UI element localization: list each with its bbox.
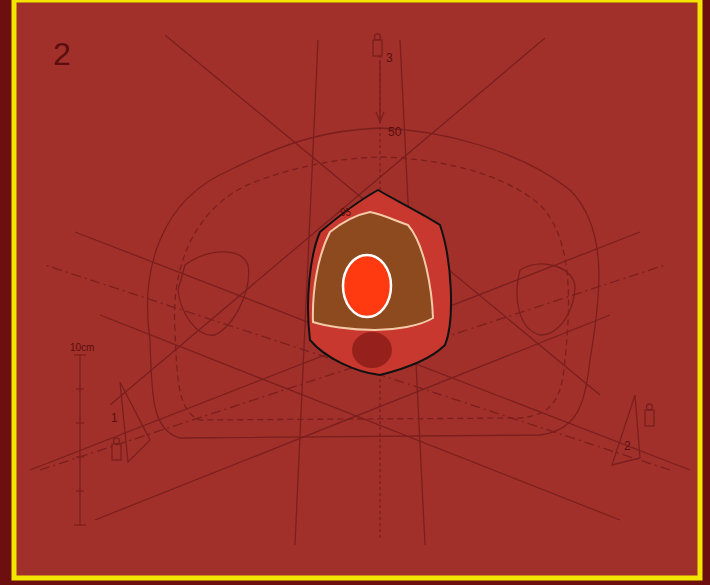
beam-number: 2 [624, 440, 631, 452]
figure-number: 2 [53, 38, 71, 70]
isodose-value: 95 [340, 208, 351, 218]
isodose-value: 50 [388, 126, 401, 138]
beam-number: 3 [386, 52, 393, 64]
beam-number: 1 [111, 412, 118, 424]
scale-label: 10cm [70, 343, 94, 353]
